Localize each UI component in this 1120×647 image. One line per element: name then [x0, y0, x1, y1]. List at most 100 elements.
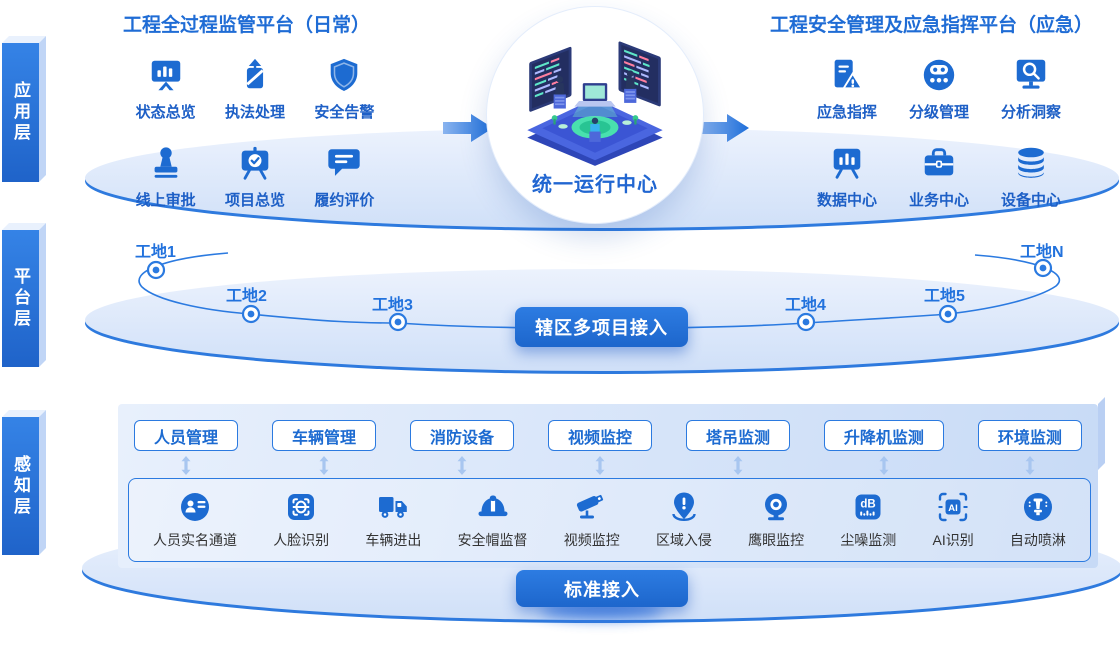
- category-cell: 车辆管理: [271, 420, 376, 475]
- category-cell: 升降机监测: [823, 420, 944, 475]
- updown-arrow-icon: [319, 456, 329, 475]
- app-item-label: 线上审批: [135, 192, 196, 209]
- device-item-label: 人脸识别: [273, 532, 330, 548]
- device-center-database-icon: [1012, 144, 1050, 182]
- right-platform-grid: 应急指挥 分级管理 分析洞察 数据中心 业务中心: [801, 56, 1077, 210]
- device-item-sprinkler: 自动喷淋: [1010, 490, 1066, 550]
- device-item-label: 人员实名通道: [153, 532, 237, 548]
- device-item-label: 安全帽监督: [457, 532, 528, 548]
- app-item-label: 安全告警: [314, 104, 375, 121]
- category-box-video[interactable]: 视频监控: [547, 420, 652, 451]
- business-center-briefcase-icon: [920, 144, 958, 182]
- device-item-eagle-eye: 鹰眼监控: [748, 490, 804, 550]
- perception-panel: 人员管理 车辆管理 消防设备 视频监控 塔吊监测 升降机监测: [118, 404, 1098, 568]
- app-item-label: 业务中心: [908, 192, 969, 209]
- updown-arrow-icon: [595, 456, 605, 475]
- category-box-fire[interactable]: 消防设备: [409, 420, 514, 451]
- safety-alert-shield-icon: [325, 56, 363, 94]
- standard-access-button[interactable]: 标准接入: [516, 570, 688, 607]
- app-item-label: 履约评价: [314, 192, 375, 209]
- operation-center-illustration: [527, 41, 663, 166]
- app-item-tier-management: 分级管理: [893, 56, 985, 122]
- app-item-business-center: 业务中心: [893, 144, 985, 210]
- unified-operation-center: 统一运行中心: [487, 7, 703, 223]
- app-item-device-center: 设备中心: [985, 144, 1077, 210]
- category-cell: 消防设备: [409, 420, 514, 475]
- layer-tab-perception: 感知层: [2, 417, 39, 555]
- tier-management-icon: [920, 56, 958, 94]
- device-item-label: AI识别: [932, 532, 974, 548]
- category-cell: 人员管理: [134, 420, 239, 475]
- dust-noise-db-icon: dB: [851, 490, 885, 524]
- app-item-analysis-insight: 分析洞察: [985, 56, 1077, 122]
- device-item-label: 区域入侵: [655, 532, 712, 548]
- updown-arrow-icon: [733, 456, 743, 475]
- category-box-vehicle[interactable]: 车辆管理: [271, 420, 376, 451]
- device-item-video: 视频监控: [564, 490, 620, 550]
- device-box: 人员实名通道 人脸识别 车辆进出 安全帽监督: [128, 478, 1091, 562]
- app-item-label: 数据中心: [816, 192, 877, 209]
- app-item-label: 状态总览: [135, 104, 196, 121]
- area-intrusion-pin-icon: [667, 490, 701, 524]
- category-box-hoist[interactable]: 升降机监测: [823, 420, 944, 451]
- ai-recognition-icon: AI: [936, 490, 970, 524]
- device-item-ai: AI AI识别: [933, 490, 974, 550]
- app-item-project-overview: 项目总览: [210, 144, 299, 210]
- device-item-label: 车辆进出: [365, 532, 422, 548]
- district-multi-project-button[interactable]: 辖区多项目接入: [515, 307, 688, 347]
- category-box-personnel[interactable]: 人员管理: [134, 420, 239, 451]
- device-item-face-recognition: 人脸识别: [273, 490, 329, 550]
- site-label-2: 工地2: [226, 288, 267, 305]
- status-overview-monitor-icon: [147, 56, 185, 94]
- device-item-dust-noise: dB 尘噪监测: [840, 490, 896, 550]
- project-overview-board-icon: [236, 144, 274, 182]
- site-label-4: 工地4: [785, 297, 826, 314]
- app-item-safety-alert: 安全告警: [300, 56, 389, 122]
- device-item-hard-hat: 安全帽监督: [458, 490, 528, 550]
- layer-tab-platform: 平台层: [2, 230, 39, 367]
- category-box-environment[interactable]: 环境监测: [977, 420, 1082, 451]
- vehicle-truck-icon: [376, 490, 410, 524]
- data-center-board-icon: [828, 144, 866, 182]
- eagle-eye-webcam-icon: [759, 490, 793, 524]
- cctv-camera-icon: [575, 490, 609, 524]
- left-flow-arrow-icon: [443, 114, 493, 142]
- updown-arrow-icon: [457, 456, 467, 475]
- app-item-label: 应急指挥: [816, 104, 877, 121]
- app-item-evaluation: 履约评价: [300, 144, 389, 210]
- device-item-vehicle: 车辆进出: [365, 490, 421, 550]
- site-label-5: 工地5: [924, 288, 965, 305]
- app-item-label: 设备中心: [1000, 192, 1061, 209]
- app-item-label: 分级管理: [908, 104, 969, 121]
- site-label-3: 工地3: [372, 297, 413, 314]
- face-recognition-icon: [284, 490, 318, 524]
- person-id-channel-icon: [178, 490, 212, 524]
- category-row: 人员管理 车辆管理 消防设备 视频监控 塔吊监测 升降机监测: [134, 420, 1082, 475]
- svg-text:dB: dB: [861, 499, 876, 511]
- app-item-label: 执法处理: [224, 104, 285, 121]
- site-label-n: 工地N: [1020, 244, 1064, 261]
- device-item-label: 视频监控: [563, 532, 620, 548]
- law-enforcement-gavel-icon: [236, 56, 274, 94]
- category-cell: 环境监测: [977, 420, 1082, 475]
- right-platform-title: 工程安全管理及应急指挥平台（应急）: [770, 15, 1094, 36]
- category-cell: 塔吊监测: [685, 420, 790, 475]
- app-item-label: 分析洞察: [1000, 104, 1061, 121]
- layer-tab-application: 应用层: [2, 43, 39, 182]
- svg-text:AI: AI: [948, 503, 958, 514]
- right-flow-arrow-icon: [699, 114, 749, 142]
- app-item-online-approval: 线上审批: [121, 144, 210, 210]
- hard-hat-icon: [476, 490, 510, 524]
- category-box-tower-crane[interactable]: 塔吊监测: [685, 420, 790, 451]
- updown-arrow-icon: [879, 456, 889, 475]
- app-item-data-center: 数据中心: [801, 144, 893, 210]
- online-approval-stamp-icon: [147, 144, 185, 182]
- site-label-1: 工地1: [135, 244, 176, 261]
- app-item-emergency-command: 应急指挥: [801, 56, 893, 122]
- unified-operation-center-label: 统一运行中心: [532, 174, 658, 196]
- updown-arrow-icon: [1025, 456, 1035, 475]
- app-item-label: 项目总览: [224, 192, 285, 209]
- device-item-area-intrusion: 区域入侵: [656, 490, 712, 550]
- app-item-law-enforcement: 执法处理: [210, 56, 299, 122]
- updown-arrow-icon: [181, 456, 191, 475]
